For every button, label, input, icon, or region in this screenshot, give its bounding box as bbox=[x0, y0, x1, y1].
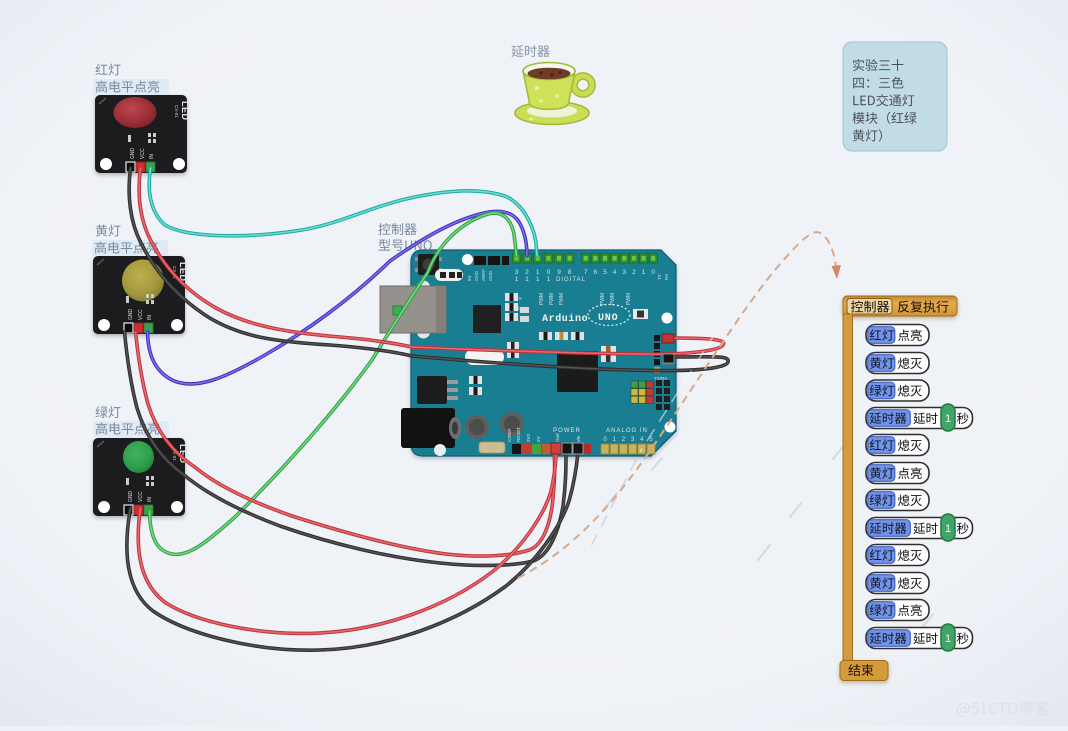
svg-text:2: 2 bbox=[525, 269, 529, 276]
svg-text:PWM: PWM bbox=[549, 293, 555, 305]
svg-text:3: 3 bbox=[631, 437, 635, 443]
svg-text:1: 1 bbox=[536, 276, 540, 283]
svg-text:RESET: RESET bbox=[516, 427, 521, 442]
svg-text:GND: GND bbox=[488, 270, 493, 281]
svg-text:1: 1 bbox=[945, 633, 951, 645]
svg-text:0: 0 bbox=[651, 269, 655, 276]
svg-text:4: 4 bbox=[640, 437, 644, 443]
svg-text:2: 2 bbox=[622, 437, 626, 443]
svg-text:1: 1 bbox=[525, 276, 529, 283]
svg-text:UNO: UNO bbox=[598, 313, 618, 324]
svg-text:8: 8 bbox=[568, 269, 572, 276]
svg-text:DIGITAL: DIGITAL bbox=[556, 277, 586, 283]
svg-text:IOREF: IOREF bbox=[507, 428, 512, 442]
svg-text:1: 1 bbox=[515, 276, 519, 283]
svg-text:3: 3 bbox=[515, 269, 519, 276]
svg-text:GND: GND bbox=[128, 309, 134, 321]
svg-text:1: 1 bbox=[642, 269, 646, 276]
svg-text:PWM: PWM bbox=[626, 293, 632, 305]
svg-text:1: 1 bbox=[613, 437, 617, 443]
svg-text:9: 9 bbox=[557, 269, 561, 276]
svg-text:TX/RX: TX/RX bbox=[654, 376, 667, 381]
svg-text:Arduino: Arduino bbox=[542, 313, 588, 325]
svg-text:ANALOG IN: ANALOG IN bbox=[606, 428, 648, 434]
svg-text:CX-01: CX-01 bbox=[172, 448, 177, 461]
svg-text:LED: LED bbox=[178, 444, 188, 464]
svg-text:TX: TX bbox=[516, 296, 522, 301]
svg-text:LED: LED bbox=[178, 262, 188, 282]
svg-text:5: 5 bbox=[603, 269, 607, 276]
svg-text:PWM: PWM bbox=[559, 293, 565, 305]
svg-text:1: 1 bbox=[945, 413, 951, 425]
svg-text:3V3: 3V3 bbox=[526, 433, 531, 442]
svg-text:5: 5 bbox=[649, 437, 653, 443]
svg-text:RX: RX bbox=[516, 306, 522, 311]
svg-text:LED: LED bbox=[180, 101, 190, 121]
svg-text:GND: GND bbox=[130, 148, 136, 160]
svg-text:7: 7 bbox=[584, 269, 588, 276]
svg-text:VCC: VCC bbox=[140, 148, 146, 159]
svg-text:IN: IN bbox=[147, 315, 153, 320]
svg-text:PWM: PWM bbox=[539, 293, 545, 305]
svg-text:RX: RX bbox=[664, 274, 669, 280]
svg-text:Vin: Vin bbox=[576, 435, 581, 442]
svg-text:1: 1 bbox=[945, 523, 951, 535]
svg-text:0: 0 bbox=[547, 269, 551, 276]
svg-text:CX-01: CX-01 bbox=[174, 105, 179, 118]
svg-text:2: 2 bbox=[632, 269, 636, 276]
svg-text:PWM: PWM bbox=[610, 293, 616, 305]
svg-text:VCC: VCC bbox=[138, 491, 144, 502]
svg-text:GND: GND bbox=[128, 491, 134, 503]
svg-text:IN: IN bbox=[149, 154, 155, 159]
svg-text:GND: GND bbox=[474, 270, 479, 281]
svg-text:1: 1 bbox=[547, 276, 551, 283]
svg-text:6: 6 bbox=[593, 269, 597, 276]
svg-text:Gnd: Gnd bbox=[555, 433, 560, 442]
svg-text:3: 3 bbox=[622, 269, 626, 276]
svg-text:5V: 5V bbox=[467, 275, 472, 281]
svg-text:IN: IN bbox=[147, 497, 153, 502]
svg-text:AREF: AREF bbox=[481, 269, 486, 281]
svg-text:0: 0 bbox=[603, 437, 607, 443]
svg-text:4: 4 bbox=[613, 269, 617, 276]
svg-text:TX: TX bbox=[657, 274, 662, 280]
svg-text:1: 1 bbox=[536, 269, 540, 276]
svg-text:POWER: POWER bbox=[553, 428, 581, 434]
svg-text:VCC: VCC bbox=[138, 309, 144, 320]
svg-text:PWM: PWM bbox=[600, 293, 606, 305]
svg-text:5V: 5V bbox=[536, 436, 541, 442]
